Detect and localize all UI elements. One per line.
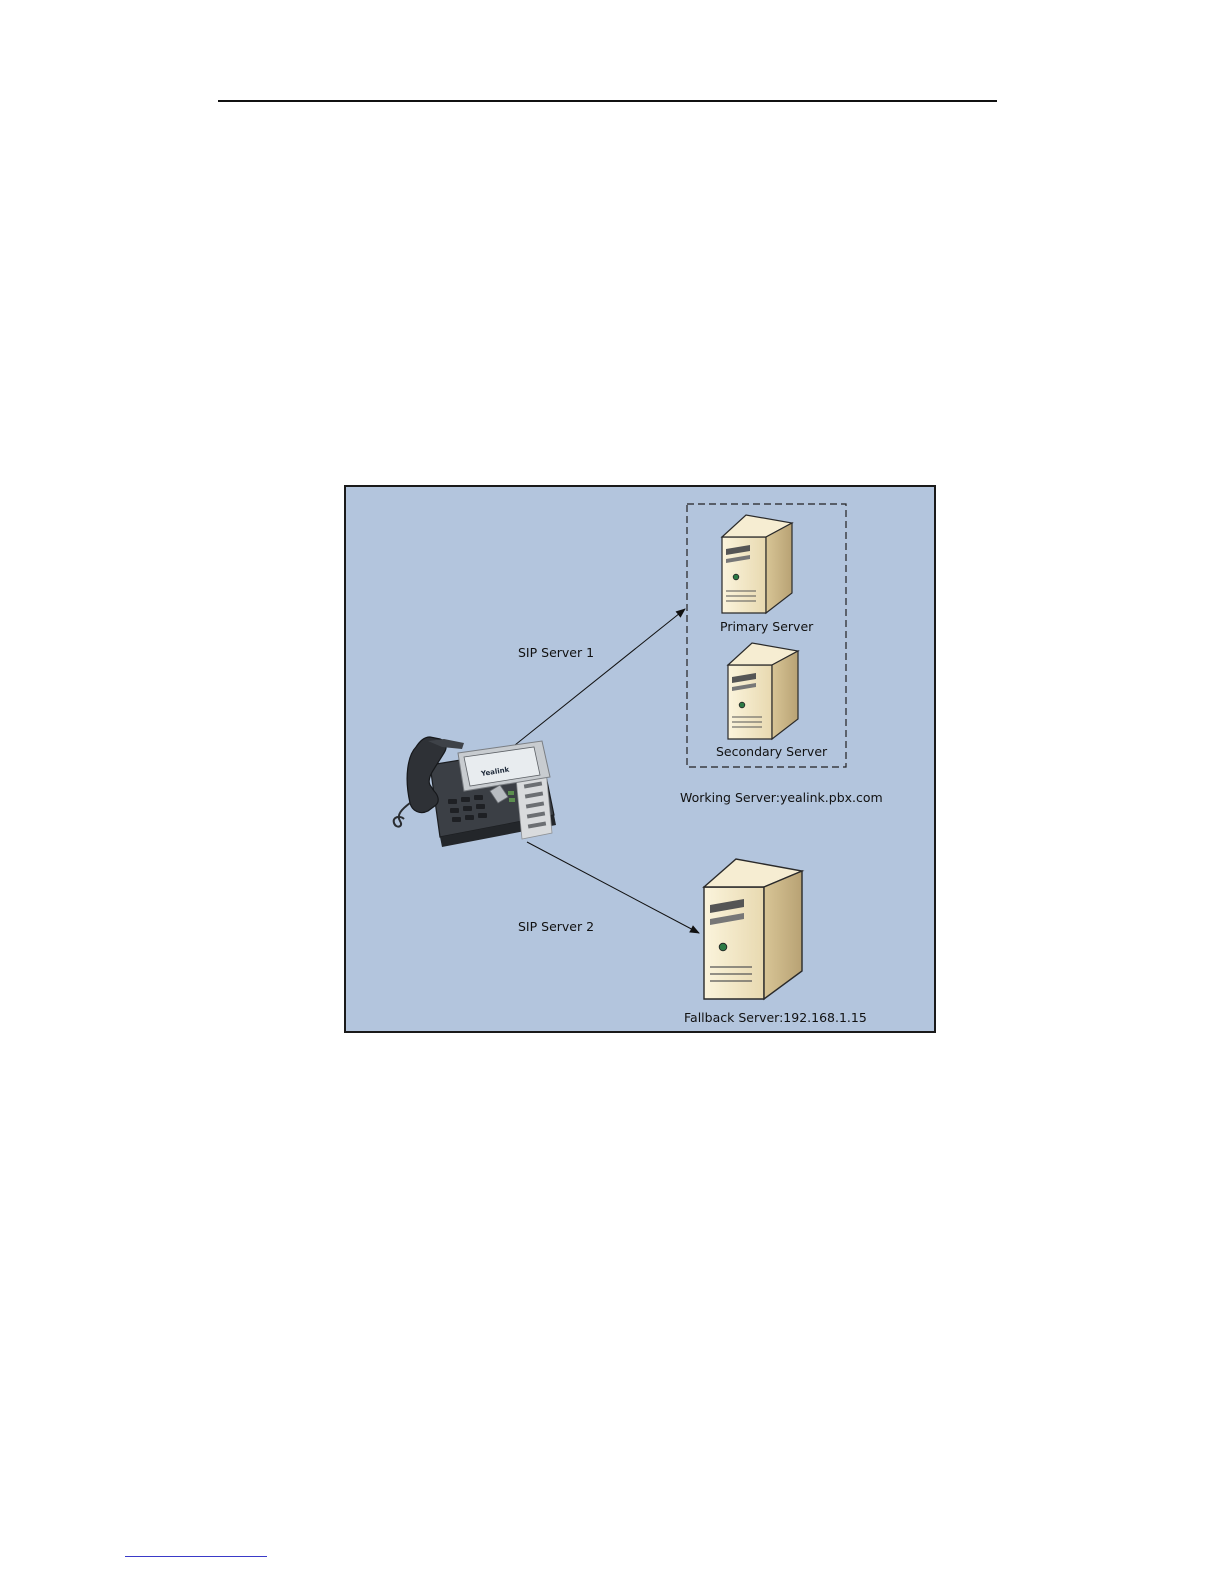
sip-server-2-label: SIP Server 2 (518, 919, 594, 934)
primary-server-label: Primary Server (720, 619, 814, 634)
sip-server-diagram: Primary Server Secondary Server Working … (344, 485, 936, 1033)
secondary-server-icon (728, 643, 798, 739)
fallback-server-label: Fallback Server:192.168.1.15 (684, 1010, 867, 1025)
fallback-server-icon (704, 859, 802, 999)
primary-server-icon (722, 515, 792, 613)
secondary-server-label: Secondary Server (716, 744, 828, 759)
working-server-label: Working Server:yealink.pbx.com (680, 790, 883, 805)
sip-server-1-label: SIP Server 1 (518, 645, 594, 660)
page-header-rule (218, 100, 997, 102)
footer-rule (125, 1556, 267, 1557)
